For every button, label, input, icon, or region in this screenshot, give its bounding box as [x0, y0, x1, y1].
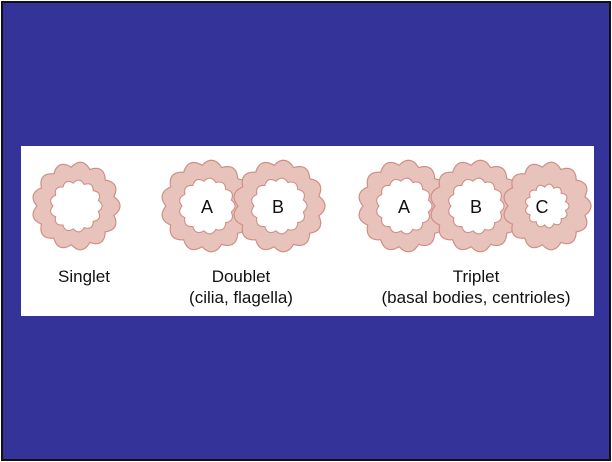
triplet-tubule-c-label: C [536, 197, 549, 217]
microtubule-diagram: A B A B C Singlet Doublet (cilia, flagel… [21, 146, 594, 316]
singlet-caption: Singlet [58, 267, 110, 286]
doublet-tubule-b-label: B [272, 197, 284, 217]
triplet-tubule-a-label: A [398, 197, 410, 217]
triplet-subcaption: (basal bodies, centrioles) [382, 288, 571, 307]
microtubule-diagram-panel: A B A B C Singlet Doublet (cilia, flagel… [21, 146, 594, 316]
doublet-tubule-a-label: A [201, 197, 213, 217]
triplet-tubule-b-label: B [470, 197, 482, 217]
doublet-caption: Doublet [212, 267, 271, 286]
triplet-caption: Triplet [453, 267, 500, 286]
doublet-subcaption: (cilia, flagella) [189, 288, 293, 307]
